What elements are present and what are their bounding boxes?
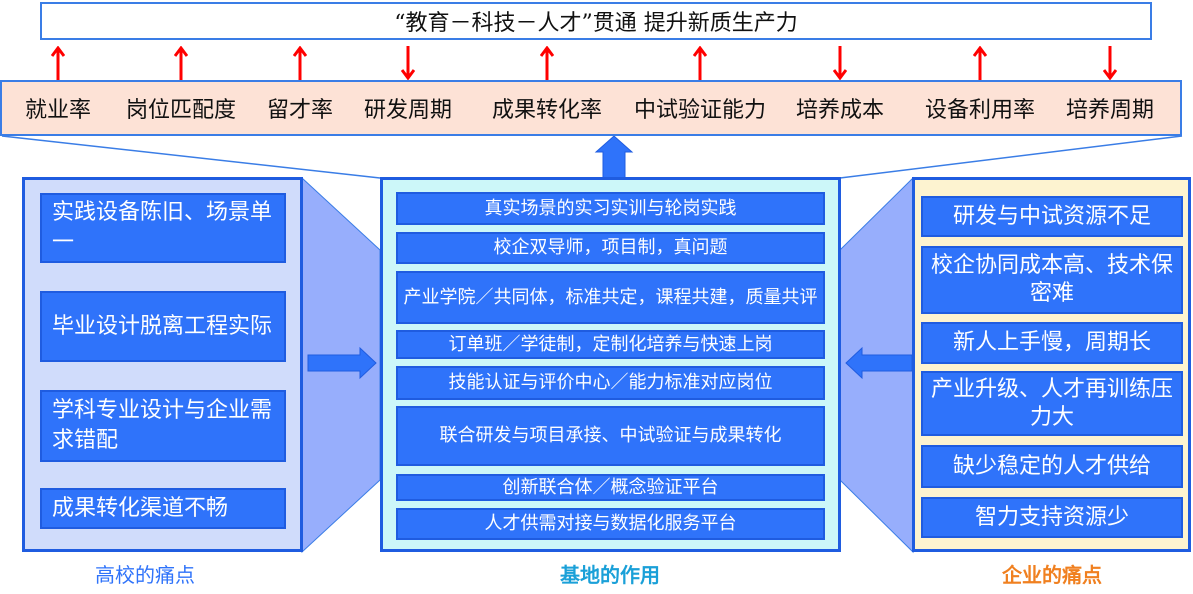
base-role-item: 订单班／学徒制，定制化培养与快速上岗 bbox=[396, 330, 825, 359]
metric-label: 研发周期 bbox=[363, 98, 453, 123]
arrow-down-icon bbox=[401, 46, 415, 80]
up-block-arrow-icon bbox=[594, 135, 634, 179]
metric-label: 成果转化率 bbox=[491, 98, 603, 123]
university-pain-item: 毕业设计脱离工程实际 bbox=[40, 291, 286, 362]
arrow-up-icon bbox=[51, 46, 65, 80]
enterprise-pain-caption: 企业的痛点 bbox=[1002, 563, 1102, 587]
enterprise-pain-item: 缺少稳定的人才供给 bbox=[921, 445, 1183, 488]
arrow-down-icon bbox=[833, 46, 847, 80]
university-pain-caption: 高校的痛点 bbox=[95, 563, 195, 587]
arrow-down-icon bbox=[1103, 46, 1117, 80]
arrow-up-icon bbox=[174, 46, 188, 80]
arrow-up-icon bbox=[293, 46, 307, 80]
university-pain-item: 成果转化渠道不畅 bbox=[40, 488, 286, 529]
arrow-up-icon bbox=[693, 46, 707, 80]
base-role-item: 人才供需对接与数据化服务平台 bbox=[396, 508, 825, 540]
metric-label: 中试验证能力 bbox=[633, 98, 767, 123]
enterprise-pain-item: 新人上手慢，周期长 bbox=[921, 322, 1183, 364]
enterprise-pain-panel bbox=[912, 177, 1191, 552]
metric-label: 岗位匹配度 bbox=[125, 98, 237, 123]
metric-label: 设备利用率 bbox=[924, 98, 1036, 123]
enterprise-pain-item: 产业升级、人才再训练压力大 bbox=[921, 371, 1183, 436]
metric-label: 培养成本 bbox=[795, 98, 885, 123]
base-role-item: 产业学院／共同体，标准共定，课程共建，质量共评 bbox=[396, 271, 825, 324]
left-block-arrow-icon bbox=[845, 346, 913, 380]
base-role-item: 技能认证与评价中心／能力标准对应岗位 bbox=[396, 366, 825, 400]
base-role-item: 创新联合体／概念验证平台 bbox=[396, 474, 825, 501]
base-role-item: 真实场景的实习实训与轮岗实践 bbox=[396, 192, 825, 225]
metric-label: 就业率 bbox=[24, 98, 92, 123]
university-pain-item: 学科专业设计与企业需求错配 bbox=[40, 390, 286, 462]
base-role-caption: 基地的作用 bbox=[560, 563, 660, 587]
base-role-item: 联合研发与项目承接、中试验证与成果转化 bbox=[396, 406, 825, 466]
enterprise-pain-item: 研发与中试资源不足 bbox=[921, 196, 1183, 237]
enterprise-pain-item: 智力支持资源少 bbox=[921, 497, 1183, 538]
main-title: “教育－科技－人才”贯通 提升新质生产力 bbox=[40, 2, 1152, 40]
arrow-up-icon bbox=[973, 46, 987, 80]
metric-label: 留才率 bbox=[266, 98, 334, 123]
enterprise-pain-item: 校企协同成本高、技术保密难 bbox=[921, 246, 1183, 314]
university-pain-item: 实践设备陈旧、场景单一 bbox=[40, 193, 286, 263]
metrics-bar bbox=[0, 80, 1182, 136]
right-block-arrow-icon bbox=[307, 346, 377, 380]
base-role-item: 校企双导师，项目制，真问题 bbox=[396, 232, 825, 264]
metric-label: 培养周期 bbox=[1065, 98, 1155, 123]
arrow-up-icon bbox=[540, 46, 554, 80]
